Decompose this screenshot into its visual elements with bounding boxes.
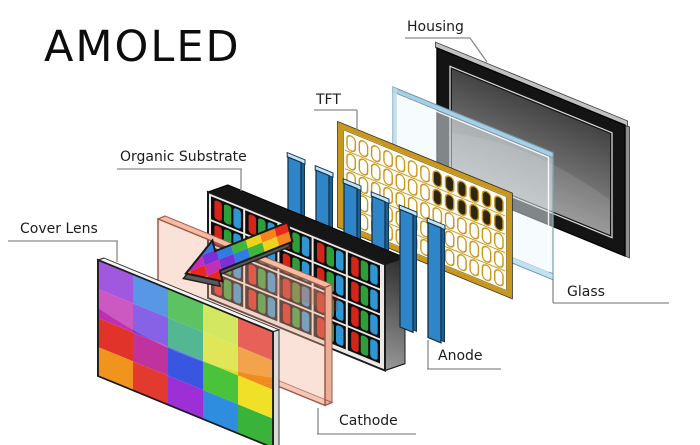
cover-lens-layer (96, 257, 281, 445)
label-glass: Glass (567, 284, 605, 300)
label-anode: Anode (438, 348, 483, 364)
label-tft: TFT (316, 92, 341, 108)
label-cover-lens: Cover Lens (20, 221, 98, 237)
label-housing: Housing (407, 19, 464, 35)
leader-lines (8, 37, 669, 435)
cover-lens-color-grid (98, 259, 273, 445)
anode-bars-front (398, 204, 446, 344)
page-title: AMOLED (44, 22, 241, 72)
anode-bars-back (286, 151, 390, 259)
label-cathode: Cathode (339, 413, 398, 429)
cathode-reflection (275, 278, 338, 312)
label-organic-substrate: Organic Substrate (120, 149, 247, 165)
